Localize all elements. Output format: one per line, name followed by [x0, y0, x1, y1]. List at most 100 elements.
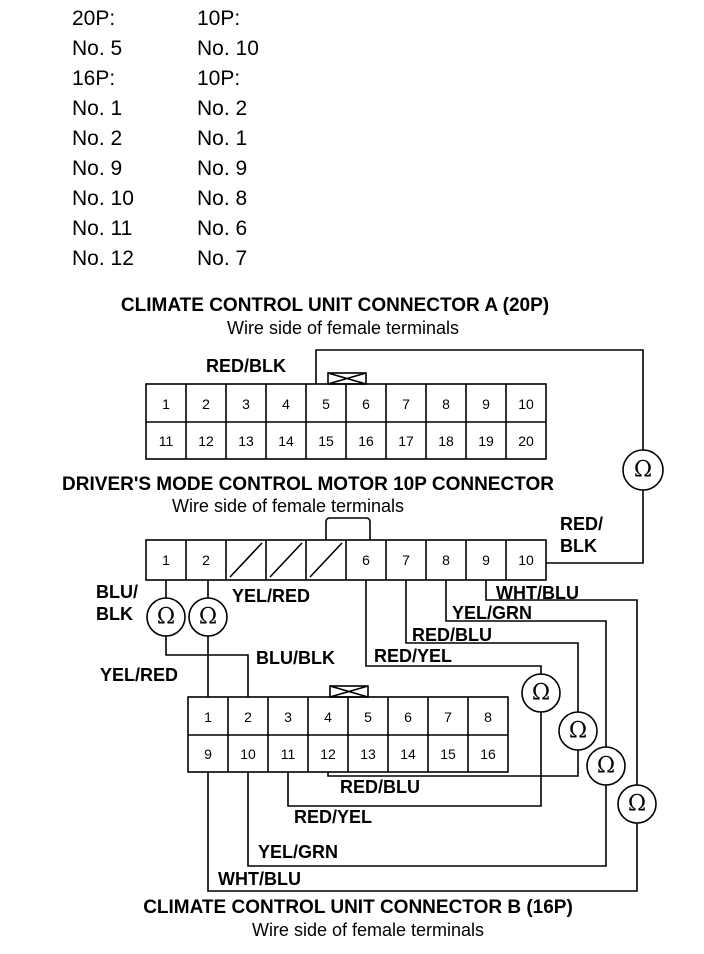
pin-number: 16: [480, 746, 496, 762]
wire-yel-grn: [445, 580, 607, 747]
pin-number: 7: [402, 396, 410, 412]
wire-label: RED/YEL: [294, 807, 372, 827]
pin-number: 15: [318, 433, 334, 449]
pin-number: 9: [482, 552, 490, 568]
wire-blu-blk: [165, 636, 249, 697]
pin-number: 14: [400, 746, 416, 762]
table-cell: No. 9: [72, 157, 123, 180]
pin-number: 20: [518, 433, 534, 449]
pin-number: 11: [281, 746, 296, 762]
pin-number: 7: [402, 552, 410, 568]
connector-b-subtitle: Wire side of female terminals: [252, 920, 484, 940]
wire-red-blk: [546, 490, 644, 564]
table-cell: 20P:: [72, 7, 116, 30]
ohmmeter-icon: [521, 673, 561, 713]
wire-label: BLK: [560, 536, 597, 556]
pin-number: 6: [362, 552, 370, 568]
wire-wht-blu: [207, 772, 638, 892]
pin-number: 17: [398, 433, 414, 449]
ohm-symbol: Ω: [569, 719, 587, 744]
table-cell: 10P:: [197, 67, 241, 90]
table-cell: No. 9: [197, 157, 248, 180]
ohm-symbol: Ω: [157, 605, 175, 630]
wire-red-blu: [327, 750, 579, 777]
table-cell: No. 11: [72, 217, 133, 240]
pin-number: 13: [360, 746, 376, 762]
pin-number: 3: [284, 709, 292, 725]
wire-label: YEL/GRN: [258, 842, 338, 862]
pin-number: 6: [362, 396, 370, 412]
pin-number: 12: [198, 433, 214, 449]
pin-number: 1: [204, 709, 212, 725]
ohmmeter-icon: [586, 746, 626, 786]
pin-number: 9: [204, 746, 212, 762]
ohm-symbol: Ω: [628, 792, 646, 817]
pin-number: 3: [242, 396, 250, 412]
wire-yel-grn: [247, 772, 607, 867]
table-cell: No. 6: [197, 217, 248, 240]
wire-label: RED/BLK: [206, 356, 286, 376]
ohmmeter-icon: [558, 711, 598, 751]
pin-number: 5: [364, 709, 372, 725]
wire-label: BLU/BLK: [256, 648, 335, 668]
table-cell: 16P:: [72, 67, 116, 90]
connector-a-title: CLIMATE CONTROL UNIT CONNECTOR A (20P): [121, 295, 549, 316]
pin-number: 4: [324, 709, 332, 725]
pin-number: 2: [244, 709, 252, 725]
blank-terminal-icon: [229, 542, 343, 578]
pin-number: 18: [438, 433, 454, 449]
ohmmeter-icon: [622, 449, 664, 491]
pin-number: 9: [482, 396, 490, 412]
table-cell: No. 2: [197, 97, 248, 120]
table-cell: 10P:: [197, 7, 241, 30]
motor-connector-body: [145, 539, 547, 581]
connector-lock-icon: [329, 685, 369, 698]
connector-lock-icon: [325, 517, 371, 540]
pin-number: 19: [478, 433, 494, 449]
wire-label: YEL/RED: [232, 586, 310, 606]
motor-subtitle: Wire side of female terminals: [172, 496, 404, 516]
wire-red-blu: [405, 580, 579, 712]
pin-number: 1: [162, 552, 170, 568]
wire-wht-blu: [485, 580, 638, 785]
wire-label: RED/BLU: [340, 777, 420, 797]
wire-label: WHT/BLU: [496, 583, 579, 603]
pin-number: 8: [442, 552, 450, 568]
table-cell: No. 1: [197, 127, 248, 150]
ohm-symbol: Ω: [634, 458, 652, 483]
wire-red-yel: [287, 712, 542, 807]
table-cell: No. 10: [72, 187, 134, 210]
pin-number: 5: [322, 396, 330, 412]
ohm-symbol: Ω: [199, 605, 217, 630]
ohm-symbol: Ω: [532, 681, 550, 706]
pin-number: 13: [238, 433, 254, 449]
ohmmeter-icon: [146, 597, 186, 637]
pin-number: 12: [320, 746, 336, 762]
ohmmeter-icon: [188, 597, 228, 637]
pin-number: 10: [240, 746, 256, 762]
wire-label: RED/: [560, 514, 603, 534]
connector-b-body: [187, 696, 509, 773]
pin-number: 8: [442, 396, 450, 412]
wire-label: YEL/GRN: [452, 603, 532, 623]
wire-red-blk: [315, 349, 644, 450]
wire-label: BLU/: [96, 582, 138, 602]
connector-lock-icon: [327, 372, 367, 385]
table-cell: No. 5: [72, 37, 123, 60]
pin-number: 15: [440, 746, 456, 762]
pin-number: 14: [278, 433, 294, 449]
wire-label: BLK: [96, 604, 133, 624]
wire-red-yel: [365, 580, 542, 674]
wire-label: RED/YEL: [374, 646, 452, 666]
table-cell: No. 2: [72, 127, 123, 150]
pin-number: 11: [159, 433, 174, 449]
pin-number: 4: [282, 396, 290, 412]
connector-a-subtitle: Wire side of female terminals: [227, 318, 459, 338]
pin-number: 1: [162, 396, 170, 412]
ohm-symbol: Ω: [597, 754, 615, 779]
table-cell: No. 7: [197, 247, 248, 270]
wire-label: WHT/BLU: [218, 869, 301, 889]
pin-number: 7: [444, 709, 452, 725]
table-cell: No. 12: [72, 247, 134, 270]
